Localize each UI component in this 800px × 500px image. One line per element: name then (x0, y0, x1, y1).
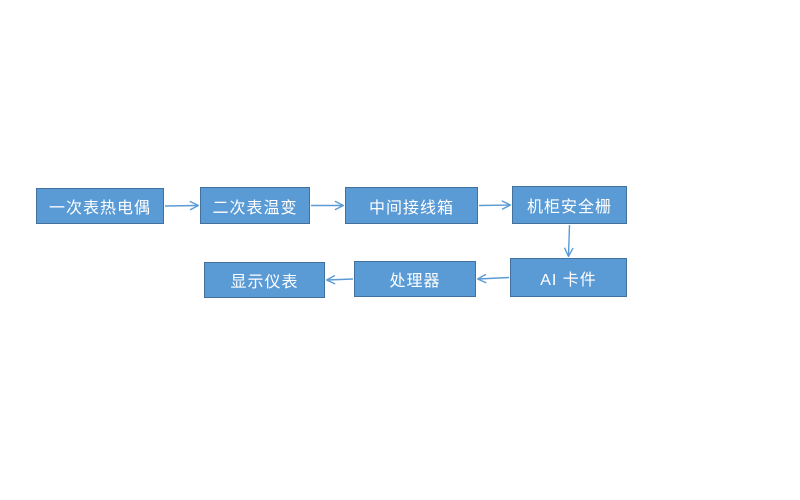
node-ai-card: AI 卡件 (510, 258, 627, 297)
arrow-cabinet-safety-barrier-to-ai-card (564, 224, 574, 258)
node-processor: 处理器 (354, 261, 476, 297)
node-primary-thermocouple: 一次表热电偶 (36, 188, 164, 224)
node-display-instrument: 显示仪表 (204, 262, 325, 298)
arrow-primary-thermocouple-to-secondary-transmitter (164, 200, 200, 211)
arrow-ai-card-to-processor (476, 273, 510, 284)
node-cabinet-safety-barrier: 机柜安全栅 (512, 186, 627, 224)
node-intermediate-junction-box: 中间接线箱 (345, 187, 478, 224)
arrow-processor-to-display-instrument (325, 275, 354, 285)
node-secondary-transmitter: 二次表温变 (200, 187, 310, 224)
arrow-intermediate-junction-box-to-cabinet-safety-barrier (478, 200, 512, 210)
